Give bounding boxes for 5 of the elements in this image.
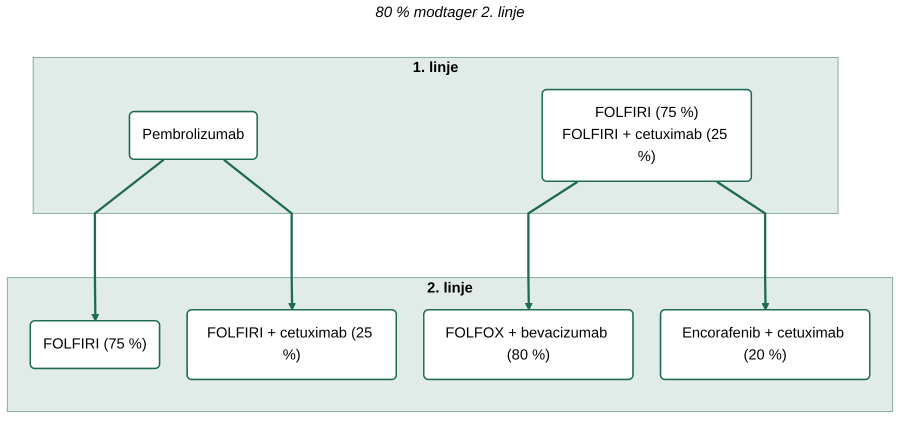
arrow xyxy=(524,180,578,311)
note-text: 80 % modtager 2. linje xyxy=(375,4,525,21)
arrow xyxy=(716,180,770,311)
arrow xyxy=(91,158,164,322)
arrow xyxy=(223,158,296,311)
